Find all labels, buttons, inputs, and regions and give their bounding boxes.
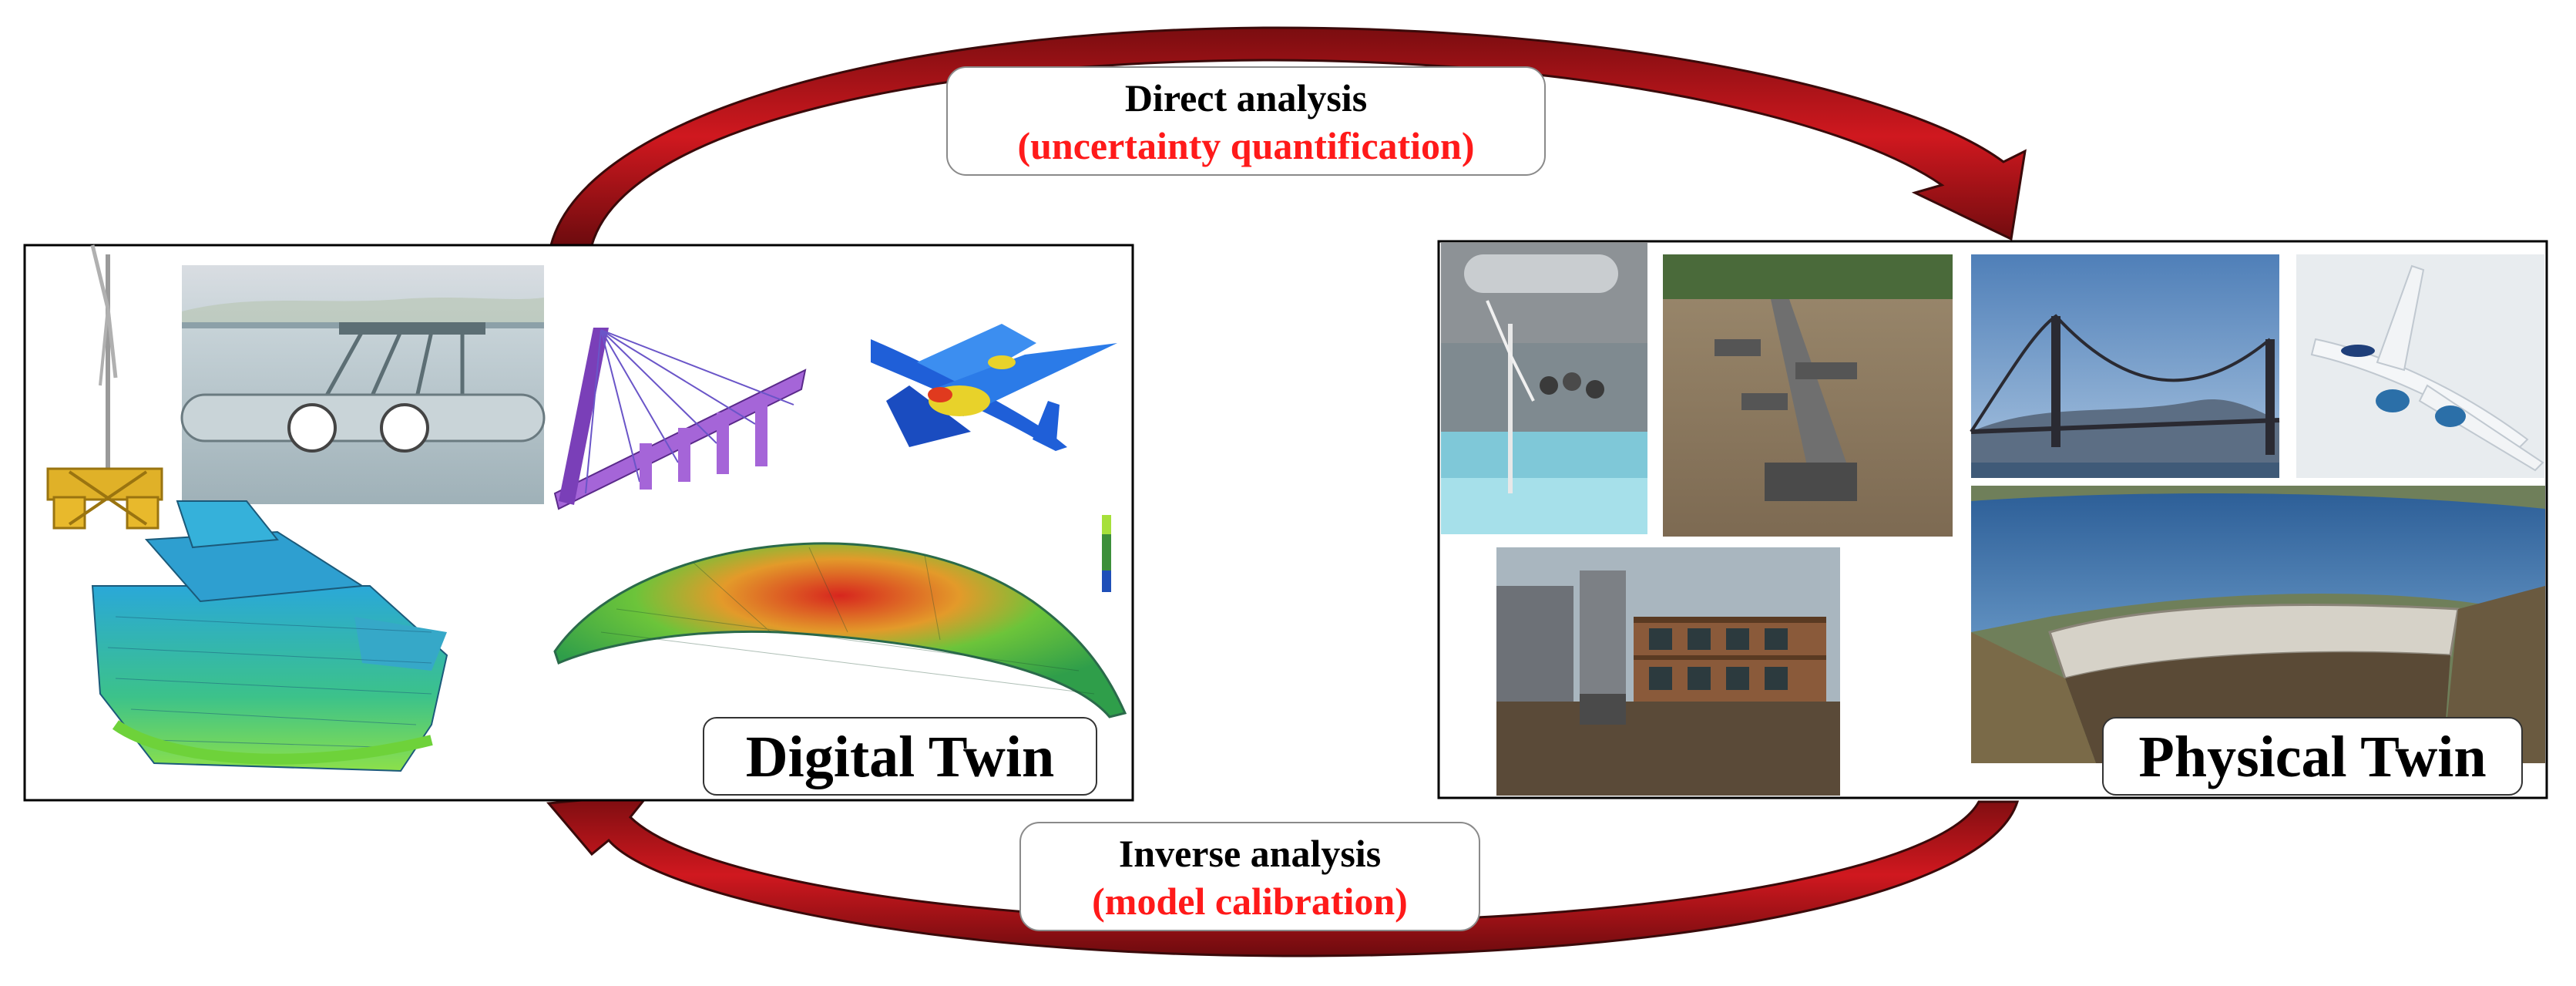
aircraft-fe-model — [871, 324, 1117, 451]
airplane-photo — [2296, 254, 2544, 478]
inverse-analysis-arrow — [546, 793, 2020, 957]
shell-roof-fe-model — [553, 515, 1127, 718]
direct-analysis-label: Direct analysis (uncertainty quantificat… — [946, 66, 1546, 176]
inverse-analysis-label: Inverse analysis (model calibration) — [1019, 822, 1480, 931]
ship-fe-model — [91, 500, 448, 772]
inverse-analysis-title: Inverse analysis — [1118, 832, 1382, 875]
cable-stayed-bridge-model — [553, 328, 807, 510]
suspension-bridge-photo — [1970, 254, 2280, 478]
digital-twin-title: Digital Twin — [703, 717, 1097, 796]
wind-turbine-wave-tank-photo — [1441, 243, 1647, 534]
direct-analysis-subtitle: (uncertainty quantification) — [1017, 124, 1475, 167]
floating-wind-turbine-model — [46, 244, 163, 530]
direct-analysis-arrow — [549, 26, 2027, 247]
inverse-analysis-subtitle: (model calibration) — [1092, 880, 1408, 923]
direct-analysis-title: Direct analysis — [1124, 76, 1368, 119]
floating-building-photo — [1496, 547, 1840, 796]
physical-twin-title: Physical Twin — [2102, 717, 2523, 796]
floating-pier-photo — [1663, 254, 1953, 537]
submerged-tunnel-model — [180, 265, 546, 504]
